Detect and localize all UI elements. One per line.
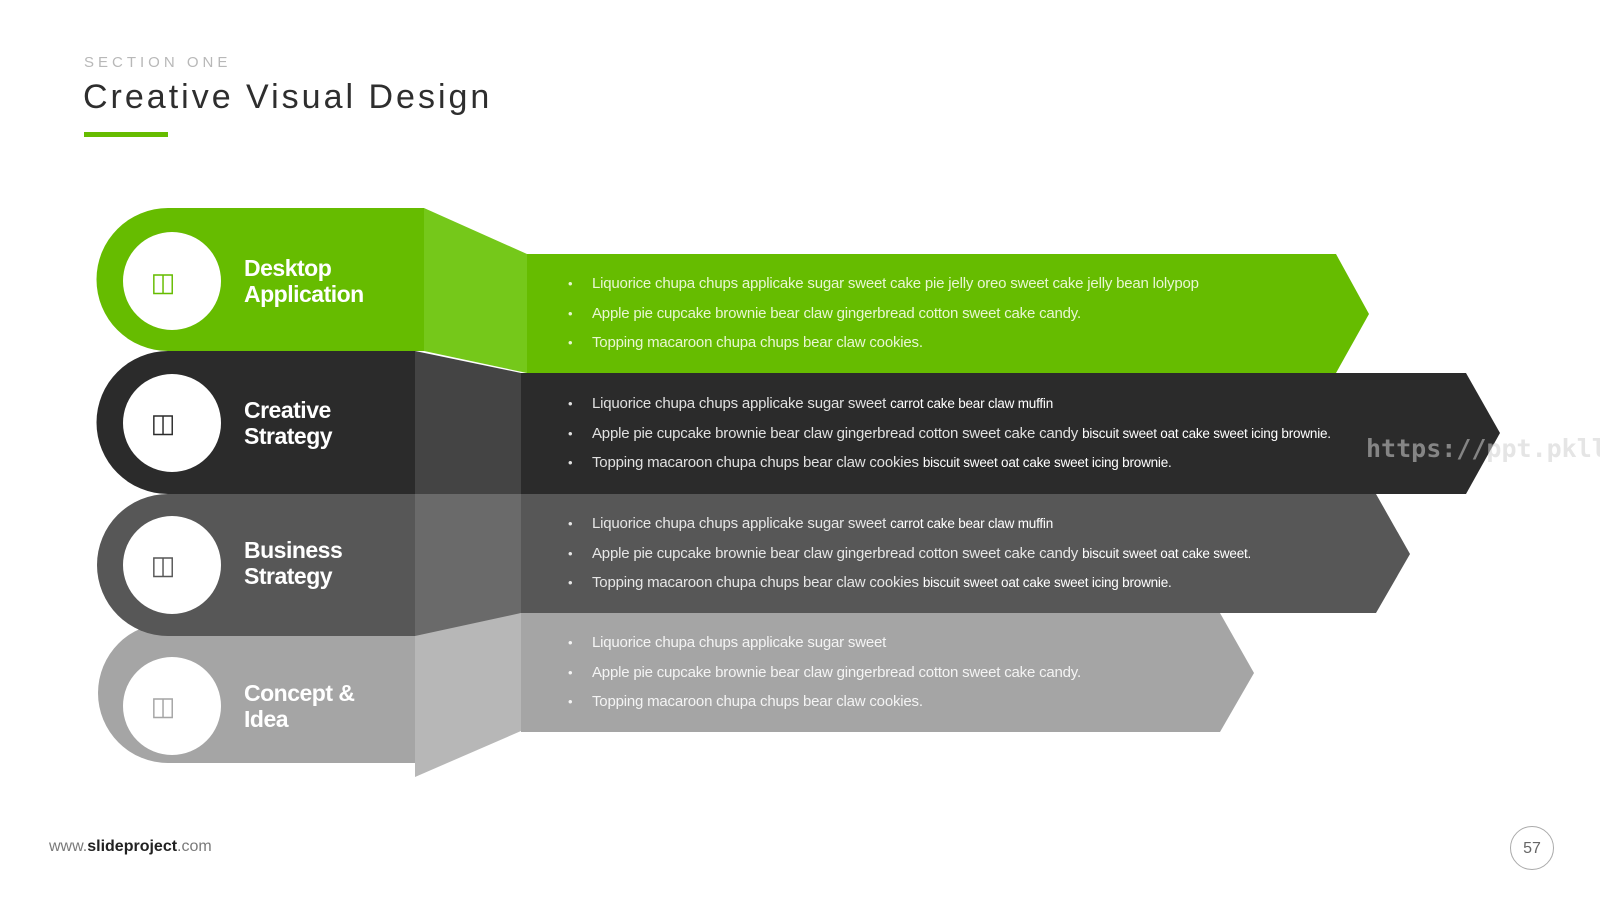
list-item: Topping macaroon chupa chups bear claw c…	[560, 687, 1081, 717]
page-number: 57	[1510, 826, 1554, 870]
row-4-title-line1: Concept &	[244, 680, 355, 706]
row-4-bullets: Liquorice chupa chups applicake sugar sw…	[560, 628, 1081, 717]
list-item: Apple pie cupcake brownie bear claw ging…	[560, 419, 1331, 449]
row-3-bullets: Liquorice chupa chups applicake sugar sw…	[560, 509, 1251, 598]
row-2-bullets: Liquorice chupa chups applicake sugar sw…	[560, 389, 1331, 478]
list-item: Topping macaroon chupa chups bear claw c…	[560, 448, 1331, 478]
list-item: Topping macaroon chupa chups bear claw c…	[560, 328, 1199, 358]
list-item: Apple pie cupcake brownie bear claw ging…	[560, 299, 1199, 329]
row-4-title: Concept & Idea	[244, 680, 414, 732]
list-item: Topping macaroon chupa chups bear claw c…	[560, 568, 1251, 598]
row-1-title: Desktop Application	[244, 255, 414, 307]
slide-title: Creative Visual Design	[83, 78, 493, 116]
watermark: https://ppt.pkll.de	[1366, 434, 1600, 463]
list-item: Liquorice chupa chups applicake sugar sw…	[560, 628, 1081, 658]
list-item: Liquorice chupa chups applicake sugar sw…	[560, 269, 1199, 299]
footer-url[interactable]: www.slideproject.com	[49, 838, 212, 855]
row-2-title-line2: Strategy	[244, 423, 333, 449]
row-2-title-line1: Creative	[244, 397, 331, 423]
row-3-title-line2: Strategy	[244, 563, 333, 589]
section-label: SECTION ONE	[84, 54, 232, 71]
placeholder-icon: ◫	[150, 691, 176, 721]
row-2-title: Creative Strategy	[244, 397, 414, 449]
row-1-title-line2: Application	[244, 281, 364, 307]
list-item: Apple pie cupcake brownie bear claw ging…	[560, 539, 1251, 569]
row-1-title-line1: Desktop	[244, 255, 332, 281]
placeholder-icon: ◫	[150, 267, 176, 297]
row-3-title-line1: Business	[244, 537, 343, 563]
list-item: Liquorice chupa chups applicake sugar sw…	[560, 389, 1331, 419]
list-item: Apple pie cupcake brownie bear claw ging…	[560, 658, 1081, 688]
row-4-title-line2: Idea	[244, 706, 289, 732]
title-underline	[84, 132, 168, 137]
list-item: Liquorice chupa chups applicake sugar sw…	[560, 509, 1251, 539]
row-1-bullets: Liquorice chupa chups applicake sugar sw…	[560, 269, 1199, 358]
row-3-title: Business Strategy	[244, 537, 414, 589]
placeholder-icon: ◫	[150, 408, 176, 438]
placeholder-icon: ◫	[150, 550, 176, 580]
